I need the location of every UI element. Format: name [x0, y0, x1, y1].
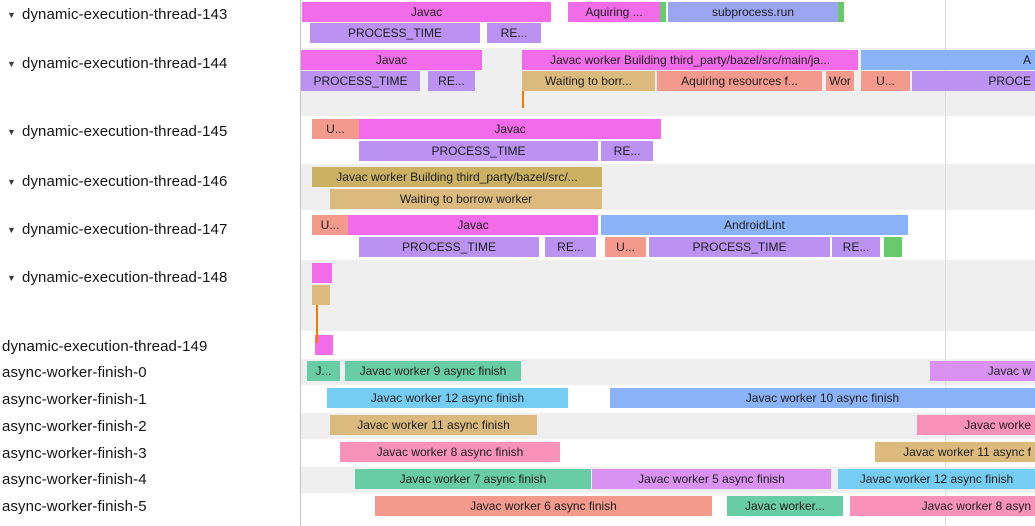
collapse-arrow-icon[interactable]: ▼ — [7, 176, 16, 187]
slice[interactable]: PROCESS_TIME — [649, 237, 830, 257]
slice[interactable] — [312, 263, 332, 283]
slice[interactable]: Javac worker Building third_party/bazel/… — [522, 50, 858, 70]
slice[interactable]: U... — [312, 215, 348, 235]
slice[interactable]: RE... — [545, 237, 596, 257]
slice[interactable]: J... — [307, 361, 340, 381]
track-title: async-worker-finish-2 — [2, 418, 147, 435]
slice[interactable]: Javac worker 12 async finish — [838, 469, 1035, 489]
slice[interactable]: Javac — [301, 50, 482, 70]
track-title: dynamic-execution-thread-148 — [22, 269, 228, 286]
slice[interactable]: Javac worker 10 async finish — [610, 388, 1035, 408]
collapse-arrow-icon[interactable]: ▼ — [7, 9, 16, 20]
track-title: dynamic-execution-thread-143 — [22, 6, 228, 23]
slice[interactable]: PROCESS_TIME — [359, 141, 598, 161]
track-title: dynamic-execution-thread-146 — [22, 173, 228, 190]
collapse-arrow-icon[interactable]: ▼ — [7, 58, 16, 69]
slice[interactable]: PROCESS_TIME — [359, 237, 539, 257]
slice[interactable]: RE... — [601, 141, 653, 161]
collapse-arrow-icon[interactable]: ▼ — [7, 224, 16, 235]
instant-marker[interactable] — [316, 305, 318, 343]
slice[interactable]: Javac worker 8 asyn — [850, 496, 1035, 516]
track-title: async-worker-finish-4 — [2, 471, 147, 488]
track-label[interactable]: async-worker-finish-5 — [0, 497, 300, 516]
track-title: dynamic-execution-thread-145 — [22, 123, 228, 140]
track-label[interactable]: ▼ dynamic-execution-thread-143 — [0, 5, 300, 24]
slice[interactable]: Javac — [348, 215, 598, 235]
track-name-panel: ▼ dynamic-execution-thread-143 ▼ dynamic-ex… — [0, 0, 301, 526]
slice[interactable]: Javac — [359, 119, 661, 139]
slice[interactable]: Aquiring resources f... — [657, 71, 822, 91]
track-label[interactable]: ▼ dynamic-execution-thread-144 — [0, 54, 300, 73]
collapse-arrow-icon[interactable]: ▼ — [7, 126, 16, 137]
track-title: dynamic-execution-thread-149 — [2, 338, 208, 355]
slice[interactable]: Waiting to borrow worker — [330, 189, 602, 209]
slice[interactable]: Javac worker 5 async finish — [592, 469, 831, 489]
slice[interactable]: Waiting to borr... — [522, 71, 655, 91]
track-title: dynamic-execution-thread-144 — [22, 55, 228, 72]
slice[interactable]: Javac worker 7 async finish — [355, 469, 591, 489]
slice[interactable]: U... — [605, 237, 646, 257]
slice[interactable] — [884, 237, 902, 257]
gridline — [945, 0, 946, 526]
slice[interactable]: U... — [312, 119, 359, 139]
slice[interactable]: RE... — [832, 237, 880, 257]
slice[interactable] — [660, 2, 666, 22]
track-title: dynamic-execution-thread-147 — [22, 221, 228, 238]
collapse-arrow-icon[interactable]: ▼ — [7, 272, 16, 283]
slice[interactable] — [838, 2, 844, 22]
track-label[interactable]: ▼ dynamic-execution-thread-147 — [0, 220, 300, 239]
slice[interactable]: AndroidLint — [601, 215, 908, 235]
slice[interactable] — [315, 335, 333, 355]
track-label[interactable]: ▼ dynamic-execution-thread-145 — [0, 122, 300, 141]
track-label[interactable]: ▼ dynamic-execution-thread-146 — [0, 172, 300, 191]
slice[interactable]: Javac worker 12 async finish — [327, 388, 568, 408]
slice[interactable]: Javac worker 9 async finish — [345, 361, 521, 381]
slice[interactable]: Wor — [826, 71, 854, 91]
slice[interactable]: PROCESS_TIME — [301, 71, 420, 91]
track-title: async-worker-finish-1 — [2, 391, 147, 408]
slice[interactable]: Javac — [302, 2, 551, 22]
slice[interactable]: Javac worker... — [727, 496, 843, 516]
track-title: async-worker-finish-3 — [2, 445, 147, 462]
track-title: async-worker-finish-5 — [2, 498, 147, 515]
slice[interactable]: Javac worke — [917, 415, 1035, 435]
slice[interactable]: A — [861, 50, 1035, 70]
track-label[interactable]: async-worker-finish-1 — [0, 390, 300, 409]
track-label[interactable]: async-worker-finish-4 — [0, 470, 300, 489]
instant-marker[interactable] — [522, 91, 524, 108]
slice[interactable]: Javac worker 11 async finish — [330, 415, 537, 435]
slice[interactable]: PROCE — [912, 71, 1035, 91]
slice[interactable]: Javac w — [930, 361, 1035, 381]
track-title: async-worker-finish-0 — [2, 364, 147, 381]
track-label[interactable]: dynamic-execution-thread-149 — [0, 337, 300, 356]
slice[interactable] — [312, 285, 330, 305]
slice[interactable]: Aquiring ... — [568, 2, 660, 22]
slice[interactable]: PROCESS_TIME — [310, 23, 480, 43]
slice[interactable]: RE... — [487, 23, 541, 43]
slice[interactable]: Javac worker 6 async finish — [375, 496, 712, 516]
track-lane — [301, 260, 1035, 331]
slice[interactable]: U... — [861, 71, 910, 91]
track-label[interactable]: ▼ dynamic-execution-thread-148 — [0, 268, 300, 287]
slice[interactable]: Javac worker 8 async finish — [340, 442, 560, 462]
track-label[interactable]: async-worker-finish-2 — [0, 417, 300, 436]
slice[interactable]: Javac worker Building third_party/bazel/… — [312, 167, 602, 187]
track-label[interactable]: async-worker-finish-3 — [0, 444, 300, 463]
slice[interactable]: subprocess.run — [668, 2, 838, 22]
track-label[interactable]: async-worker-finish-0 — [0, 363, 300, 382]
slice[interactable]: RE... — [428, 71, 475, 91]
slice[interactable]: Javac worker 11 async f — [875, 442, 1035, 462]
